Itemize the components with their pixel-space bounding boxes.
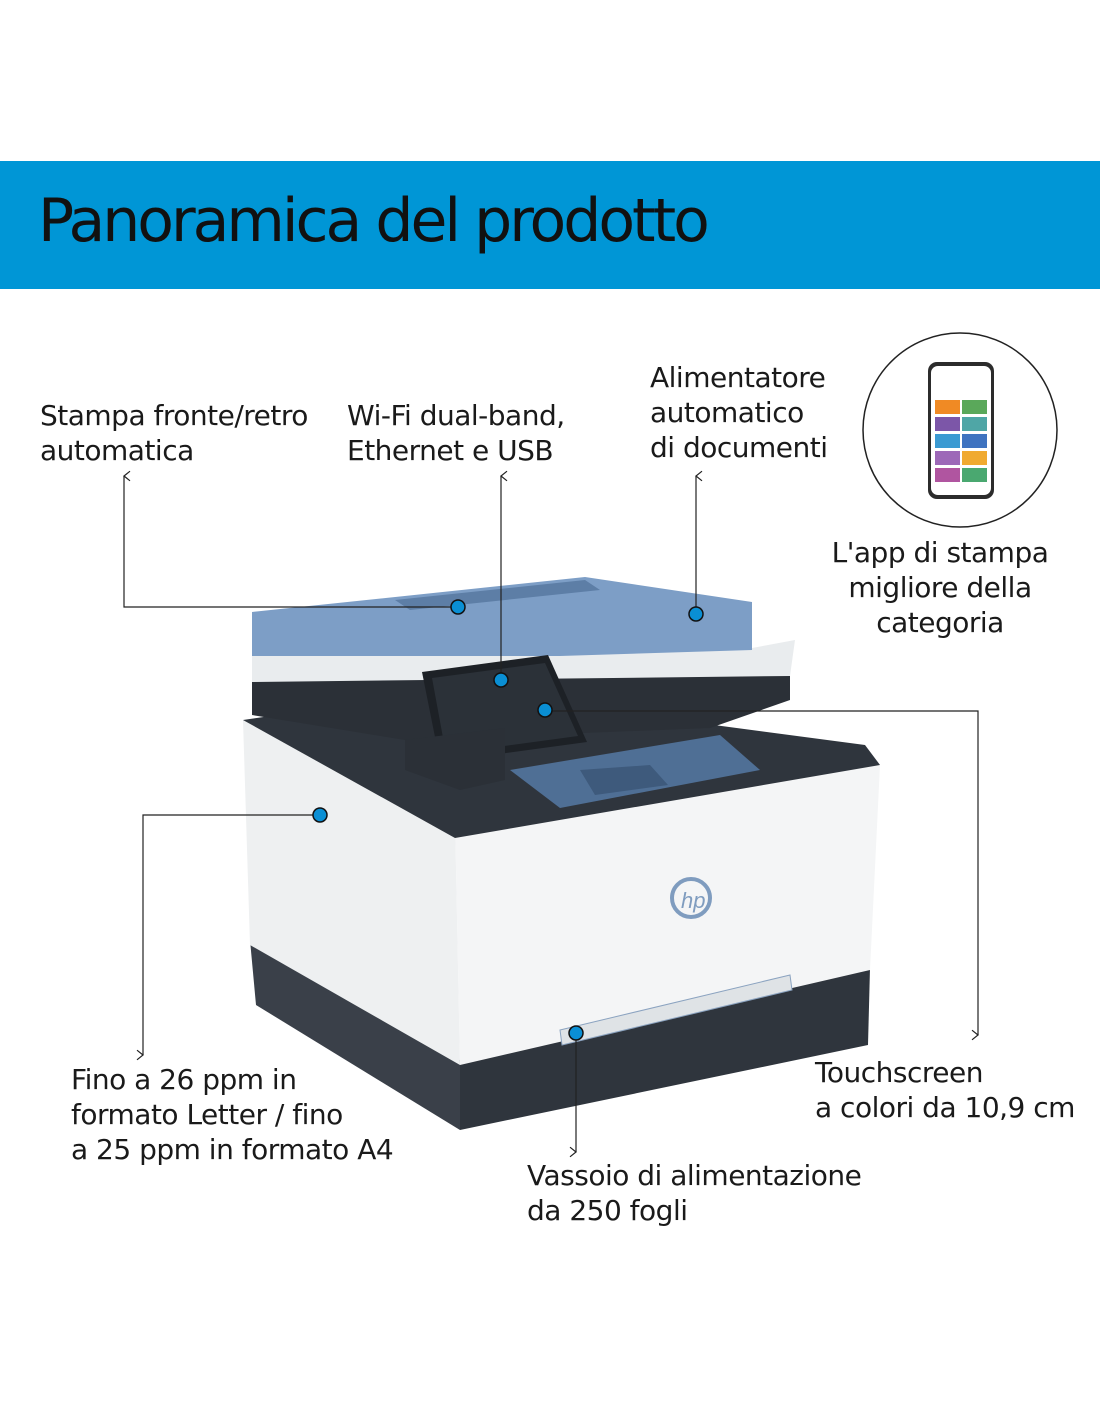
page-title: Panoramica del prodotto bbox=[38, 186, 710, 256]
speed-dot bbox=[312, 807, 328, 823]
header-band bbox=[0, 161, 1100, 289]
printer-bottom-front bbox=[460, 968, 870, 1130]
duplex-dot bbox=[450, 599, 466, 615]
hp-logo-icon bbox=[670, 877, 712, 919]
smartphone-app-icon bbox=[862, 332, 1058, 528]
tray-label: Vassoio di alimentazione da 250 fogli bbox=[527, 1159, 862, 1227]
touchscreen-dot bbox=[537, 702, 553, 718]
adf-label: Alimentatore automatico di documenti bbox=[650, 361, 828, 464]
paper-tray-handle bbox=[559, 974, 793, 1046]
adf-input-slot bbox=[395, 580, 600, 610]
app-label: L'app di stampa migliore della categoria bbox=[831, 536, 1049, 639]
adf-dot bbox=[688, 606, 704, 622]
duplex-label: Stampa fronte/retro automatica bbox=[40, 399, 308, 467]
speed-label: Fino a 26 ppm in formato Letter / fino a… bbox=[71, 1063, 394, 1166]
control-panel-screen bbox=[432, 663, 578, 754]
speed-leader bbox=[136, 814, 320, 1061]
adf-lid bbox=[252, 577, 752, 656]
usb-port-block bbox=[405, 728, 505, 790]
touchscreen-leader bbox=[545, 710, 979, 1041]
printer-bottom-left bbox=[250, 940, 460, 1130]
connectivity-label: Wi-Fi dual-band, Ethernet e USB bbox=[347, 399, 565, 467]
duplex-leader bbox=[123, 470, 458, 608]
tray-dot bbox=[568, 1025, 584, 1041]
hp-logo-text: hp bbox=[681, 888, 705, 913]
touchscreen-label: Touchscreen a colori da 10,9 cm bbox=[815, 1056, 1075, 1124]
printer: hp bbox=[243, 577, 880, 1130]
paper-stop bbox=[580, 765, 668, 795]
connectivity-dot bbox=[493, 672, 509, 688]
